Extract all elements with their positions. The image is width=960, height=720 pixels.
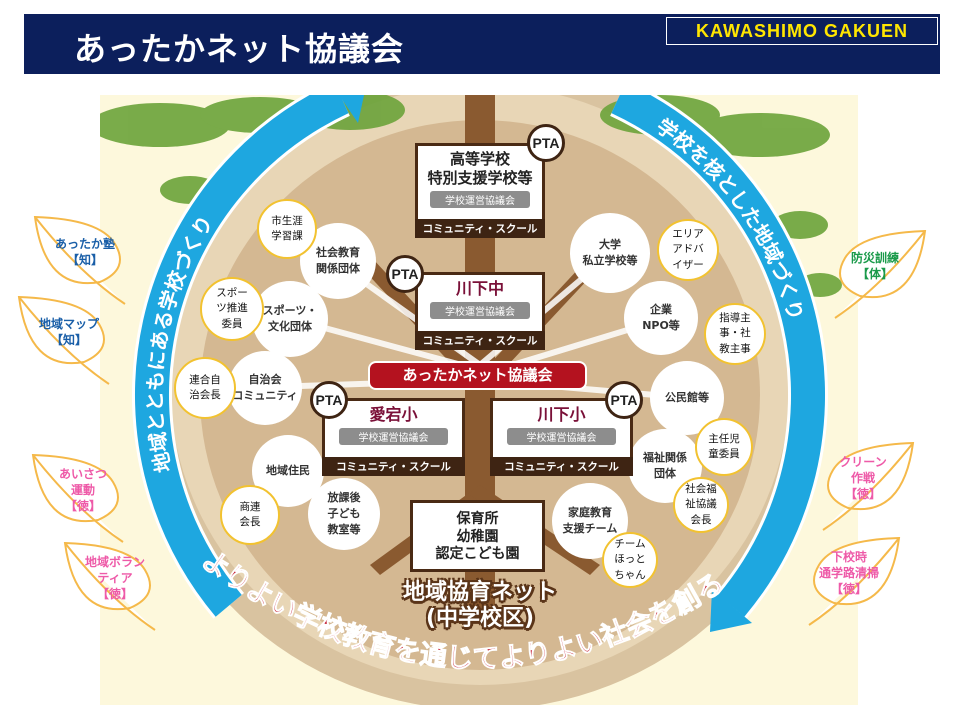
network-title: 地域協育ネット <box>402 580 557 605</box>
pta-badge: PTA <box>605 381 643 419</box>
org-university: 大学 私立学校等 <box>570 213 650 293</box>
community-school-label: コミュニティ・スクール <box>415 219 545 238</box>
org-company-npo: 企業 NPO等 <box>624 281 698 355</box>
school-name: 川下小 <box>537 405 586 424</box>
school-kawashimo-jhs: 川下中 学校運営協議会 コミュニティ・スクール <box>415 272 545 350</box>
leaf-outline-icon <box>33 215 126 305</box>
org-sports-culture: スポーツ・ 文化団体 <box>252 281 328 357</box>
leaf-outline-icon <box>17 295 110 385</box>
role-area-advisor: エリア アドバ イザー <box>657 219 719 281</box>
activity-leaf: クリーン 作戦 【徳】 <box>808 440 918 531</box>
role-merchants-chair: 商連 会長 <box>220 485 280 545</box>
org-neighborhood: 自治会 コミュニティ <box>228 351 302 425</box>
org-social-education: 社会教育 関係団体 <box>300 223 376 299</box>
activity-leaf: 下校時 通学路清掃 【徳】 <box>794 535 904 626</box>
leaf-label: 防災訓練 【体】 <box>850 251 899 282</box>
role-child-welfare: 主任児 童委員 <box>695 418 753 476</box>
role-social-welfare-chair: 社会福 祉協議 会長 <box>673 477 729 533</box>
network-diagram: 地域とともにある学校づくり 学校を核とした地域づくり よりよい学校教育を通じてよ… <box>100 95 858 705</box>
leaf-label: 下校時 通学路清掃 【徳】 <box>818 550 879 597</box>
leaf-label: クリーン 作戦 【徳】 <box>839 455 887 502</box>
school-name: 愛宕小 <box>369 405 418 424</box>
leaf-label: あいさつ 運動 【徳】 <box>58 467 107 514</box>
preschool-box: 保育所 幼稚園 認定こども園 <box>410 500 545 572</box>
pta-badge: PTA <box>386 255 424 293</box>
school-name: 保育所 幼稚園 認定こども園 <box>435 511 520 562</box>
header-bar: あったかネット協議会 KAWASHIMO GAKUEN <box>24 14 940 74</box>
role-neighborhood-chair: 連合自 治会長 <box>174 357 236 419</box>
org-afterschool: 放課後 子ども 教室等 <box>308 478 380 550</box>
council-label: 学校運営協議会 <box>338 428 449 445</box>
activity-leaf: 防災訓練 【体】 <box>820 228 930 319</box>
pta-badge: PTA <box>310 381 348 419</box>
school-atago-es: 愛宕小 学校運営協議会 コミュニティ・スクール <box>322 398 465 476</box>
leaf-outline-icon <box>822 441 915 531</box>
role-sports-promotion: スポー ツ推進 委員 <box>200 277 264 341</box>
pta-badge: PTA <box>527 124 565 162</box>
school-logo: KAWASHIMO GAKUEN <box>666 17 938 45</box>
leaf-outline-icon <box>31 453 124 543</box>
page-title: あったかネット協議会 <box>74 30 405 68</box>
activity-leaf: あったか塾 【知】 <box>30 214 140 305</box>
leaf-label: あったか塾 【知】 <box>54 237 115 268</box>
leaf-outline-icon <box>63 541 156 631</box>
role-team-hotto: チーム ほっと ちゃん <box>602 532 658 588</box>
leaf-label: 地域マップ 【知】 <box>38 317 99 348</box>
school-name: 高等学校 特別支援学校等 <box>427 150 533 187</box>
council-label: 学校運営協議会 <box>430 190 530 208</box>
role-supervisor: 指導主 事・社 教主事 <box>704 303 766 365</box>
school-high: 高等学校 特別支援学校等 学校運営協議会 コミュニティ・スクール <box>415 143 545 238</box>
role-lifelong-learning: 市生涯 学習課 <box>257 199 317 259</box>
activity-leaf: あいさつ 運動 【徳】 <box>28 452 138 543</box>
community-school-label: コミュニティ・スクール <box>322 457 465 476</box>
community-school-label: コミュニティ・スクール <box>490 457 633 476</box>
council-label: 学校運営協議会 <box>506 428 617 445</box>
leaf-label: 地域ボラン ティア 【徳】 <box>84 555 145 602</box>
leaf-outline-icon <box>808 536 901 626</box>
council-label: 学校運営協議会 <box>430 302 530 319</box>
activity-leaf: 地域マップ 【知】 <box>14 294 124 385</box>
school-name: 川下中 <box>455 279 504 298</box>
center-banner: あったかネット協議会 <box>370 363 585 388</box>
activity-leaf: 地域ボラン ティア 【徳】 <box>60 540 170 631</box>
network-subtitle: (中学校区) <box>425 606 535 632</box>
community-school-label: コミュニティ・スクール <box>415 331 545 350</box>
leaf-outline-icon <box>834 229 927 319</box>
network-label: 地域協育ネット (中学校区) <box>365 580 595 633</box>
